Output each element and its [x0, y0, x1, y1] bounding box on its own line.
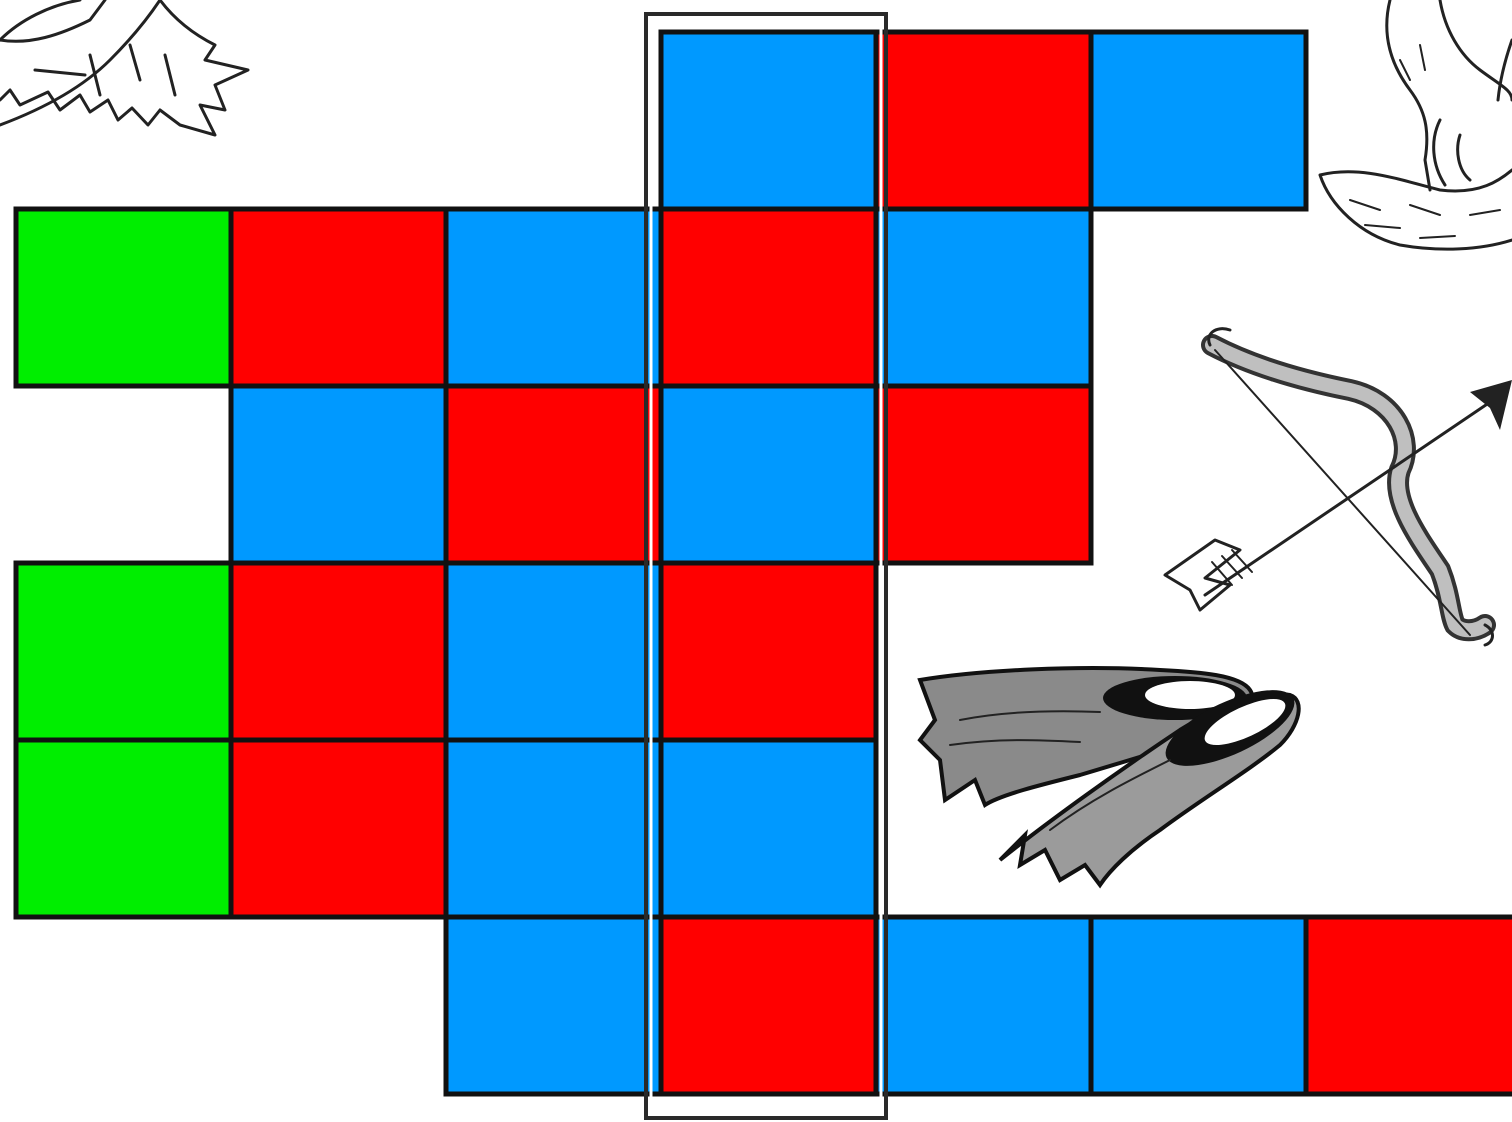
grid-cell-blue[interactable]	[446, 917, 661, 1094]
grid-cell-red[interactable]	[661, 917, 876, 1094]
grid-cell-blue[interactable]	[876, 917, 1091, 1094]
grid-cell-blue[interactable]	[661, 32, 876, 209]
grid-cells	[16, 32, 1512, 1094]
grid-cell-blue[interactable]	[231, 386, 446, 563]
fox-icon	[1320, 0, 1512, 249]
grid-cell-blue[interactable]	[446, 740, 661, 917]
flippers-icon	[920, 668, 1304, 885]
grid-cell-red[interactable]	[446, 386, 661, 563]
grid-cell-red[interactable]	[661, 209, 876, 386]
grid-cell-blue[interactable]	[1091, 32, 1306, 209]
grid-cell-blue[interactable]	[1091, 917, 1306, 1094]
grid-cell-red[interactable]	[231, 563, 446, 740]
grid-cell-blue[interactable]	[661, 386, 876, 563]
grid-cell-green[interactable]	[16, 563, 231, 740]
grid-cell-red[interactable]	[661, 563, 876, 740]
bow-and-arrow-icon	[1165, 329, 1512, 645]
grid-cell-green[interactable]	[16, 740, 231, 917]
grid-cell-red[interactable]	[876, 32, 1091, 209]
grid-cell-red[interactable]	[231, 209, 446, 386]
grid-cell-red[interactable]	[1306, 917, 1512, 1094]
grid-cell-red[interactable]	[876, 386, 1091, 563]
grid-cell-blue[interactable]	[446, 209, 661, 386]
leaf-icon	[0, 0, 248, 135]
grid-cell-blue[interactable]	[876, 209, 1091, 386]
grid-cell-blue[interactable]	[446, 563, 661, 740]
grid-cell-green[interactable]	[16, 209, 231, 386]
grid-cell-blue[interactable]	[661, 740, 876, 917]
grid-cell-red[interactable]	[231, 740, 446, 917]
